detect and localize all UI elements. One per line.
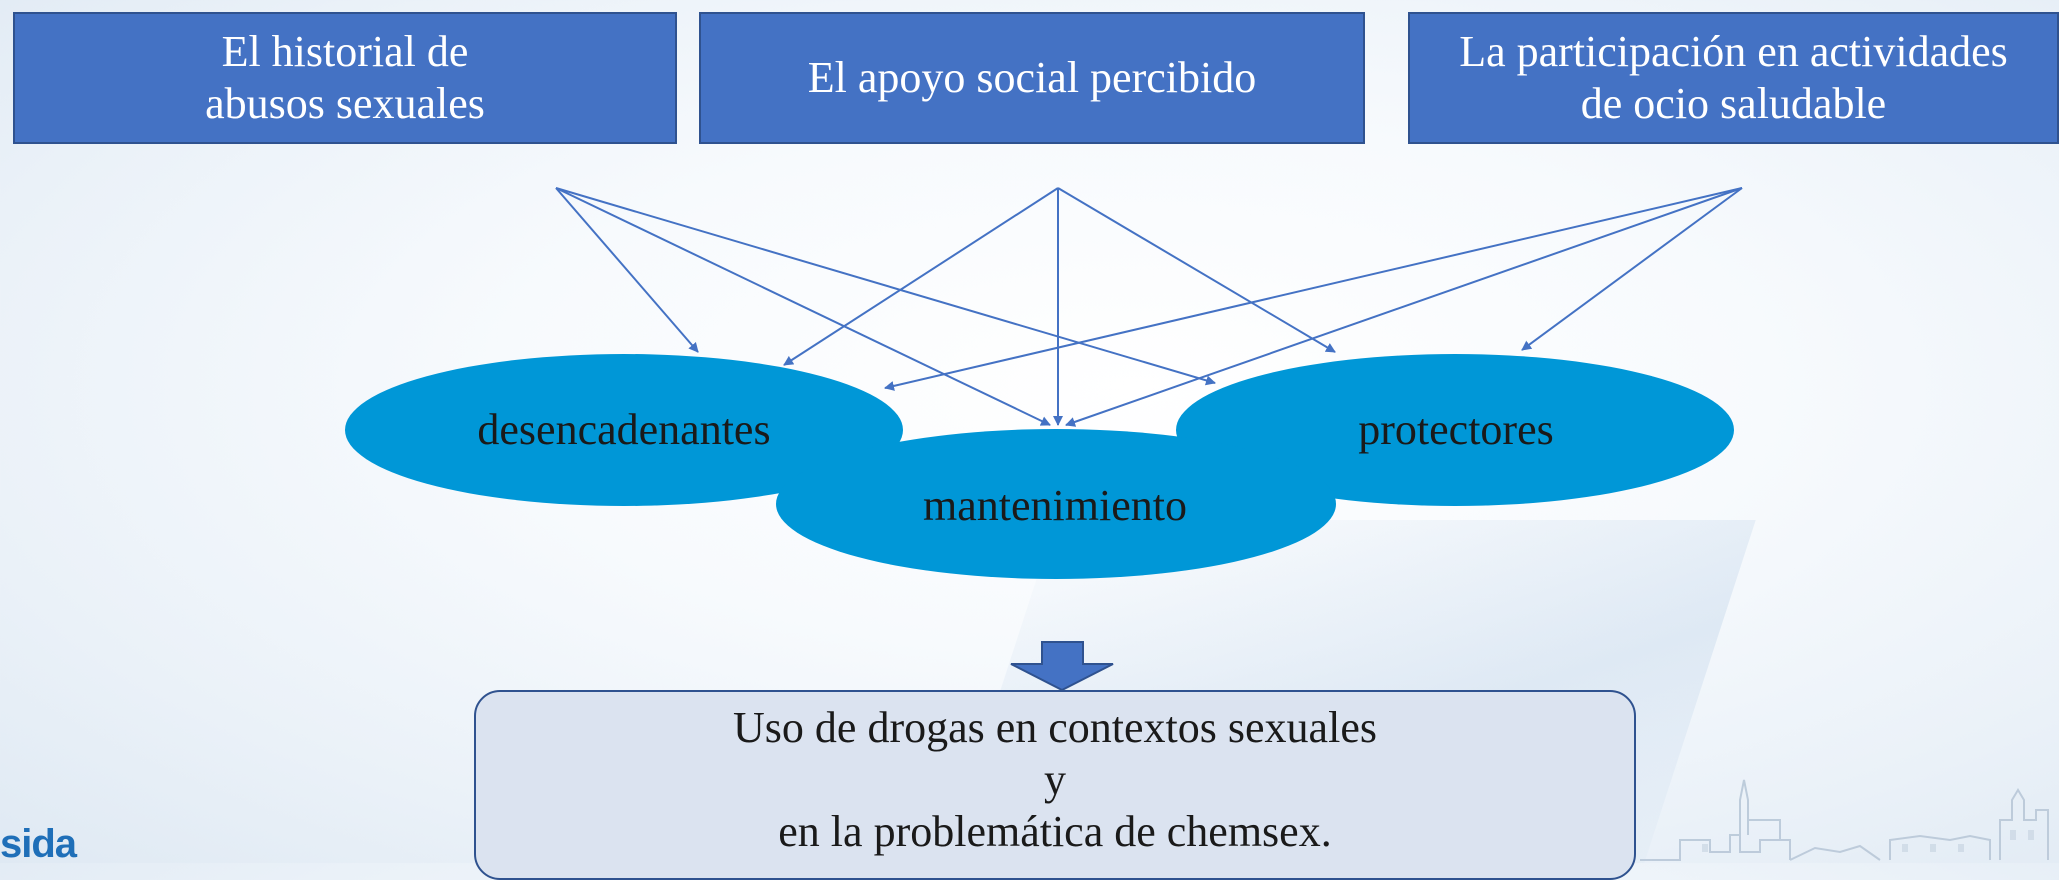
arrow-ocio-mantenimiento — [1065, 187, 1743, 427]
factor-label-apoyo-social: El apoyo social percibido — [807, 53, 1257, 102]
logo: sida — [0, 822, 77, 866]
factor-label-ocio-saludable: La participación en actividades de ocio … — [1459, 27, 2008, 128]
factor-box-ocio-saludable: La participación en actividades de ocio … — [1408, 12, 2059, 144]
label-protectores: protectores — [1358, 405, 1554, 454]
result-line-1: Uso de drogas en contextos sexuales — [733, 703, 1377, 752]
result-line-3: en la problemática de chemsex. — [778, 807, 1332, 856]
arrow-ocio-desencadenantes — [884, 187, 1743, 391]
factor-box-abusos: El historial de abusos sexuales — [13, 12, 677, 144]
arrow-abusos-mantenimiento — [555, 187, 1051, 426]
arrow-abusos-protectores — [555, 187, 1216, 386]
factor-label-abusos: El historial de abusos sexuales — [205, 27, 485, 128]
label-desencadenantes: desencadenantes — [477, 405, 771, 454]
arrow-apoyo-protectores — [1057, 187, 1336, 353]
arrow-abusos-desencadenantes — [555, 187, 699, 353]
city-skyline-icon — [1640, 779, 2049, 861]
arrow-ocio-protectores — [1521, 187, 1743, 351]
arrow-apoyo-desencadenantes — [783, 187, 1059, 366]
down-arrow-icon — [1010, 641, 1114, 692]
oval-protectores — [1176, 354, 1734, 506]
result-box: Uso de drogas en contextos sexuales y en… — [474, 690, 1636, 880]
result-line-2: y — [1044, 755, 1066, 804]
factor-box-apoyo-social: El apoyo social percibido — [699, 12, 1365, 144]
oval-mantenimiento — [776, 429, 1336, 579]
oval-desencadenantes — [345, 354, 903, 506]
label-mantenimiento: mantenimiento — [923, 481, 1187, 530]
